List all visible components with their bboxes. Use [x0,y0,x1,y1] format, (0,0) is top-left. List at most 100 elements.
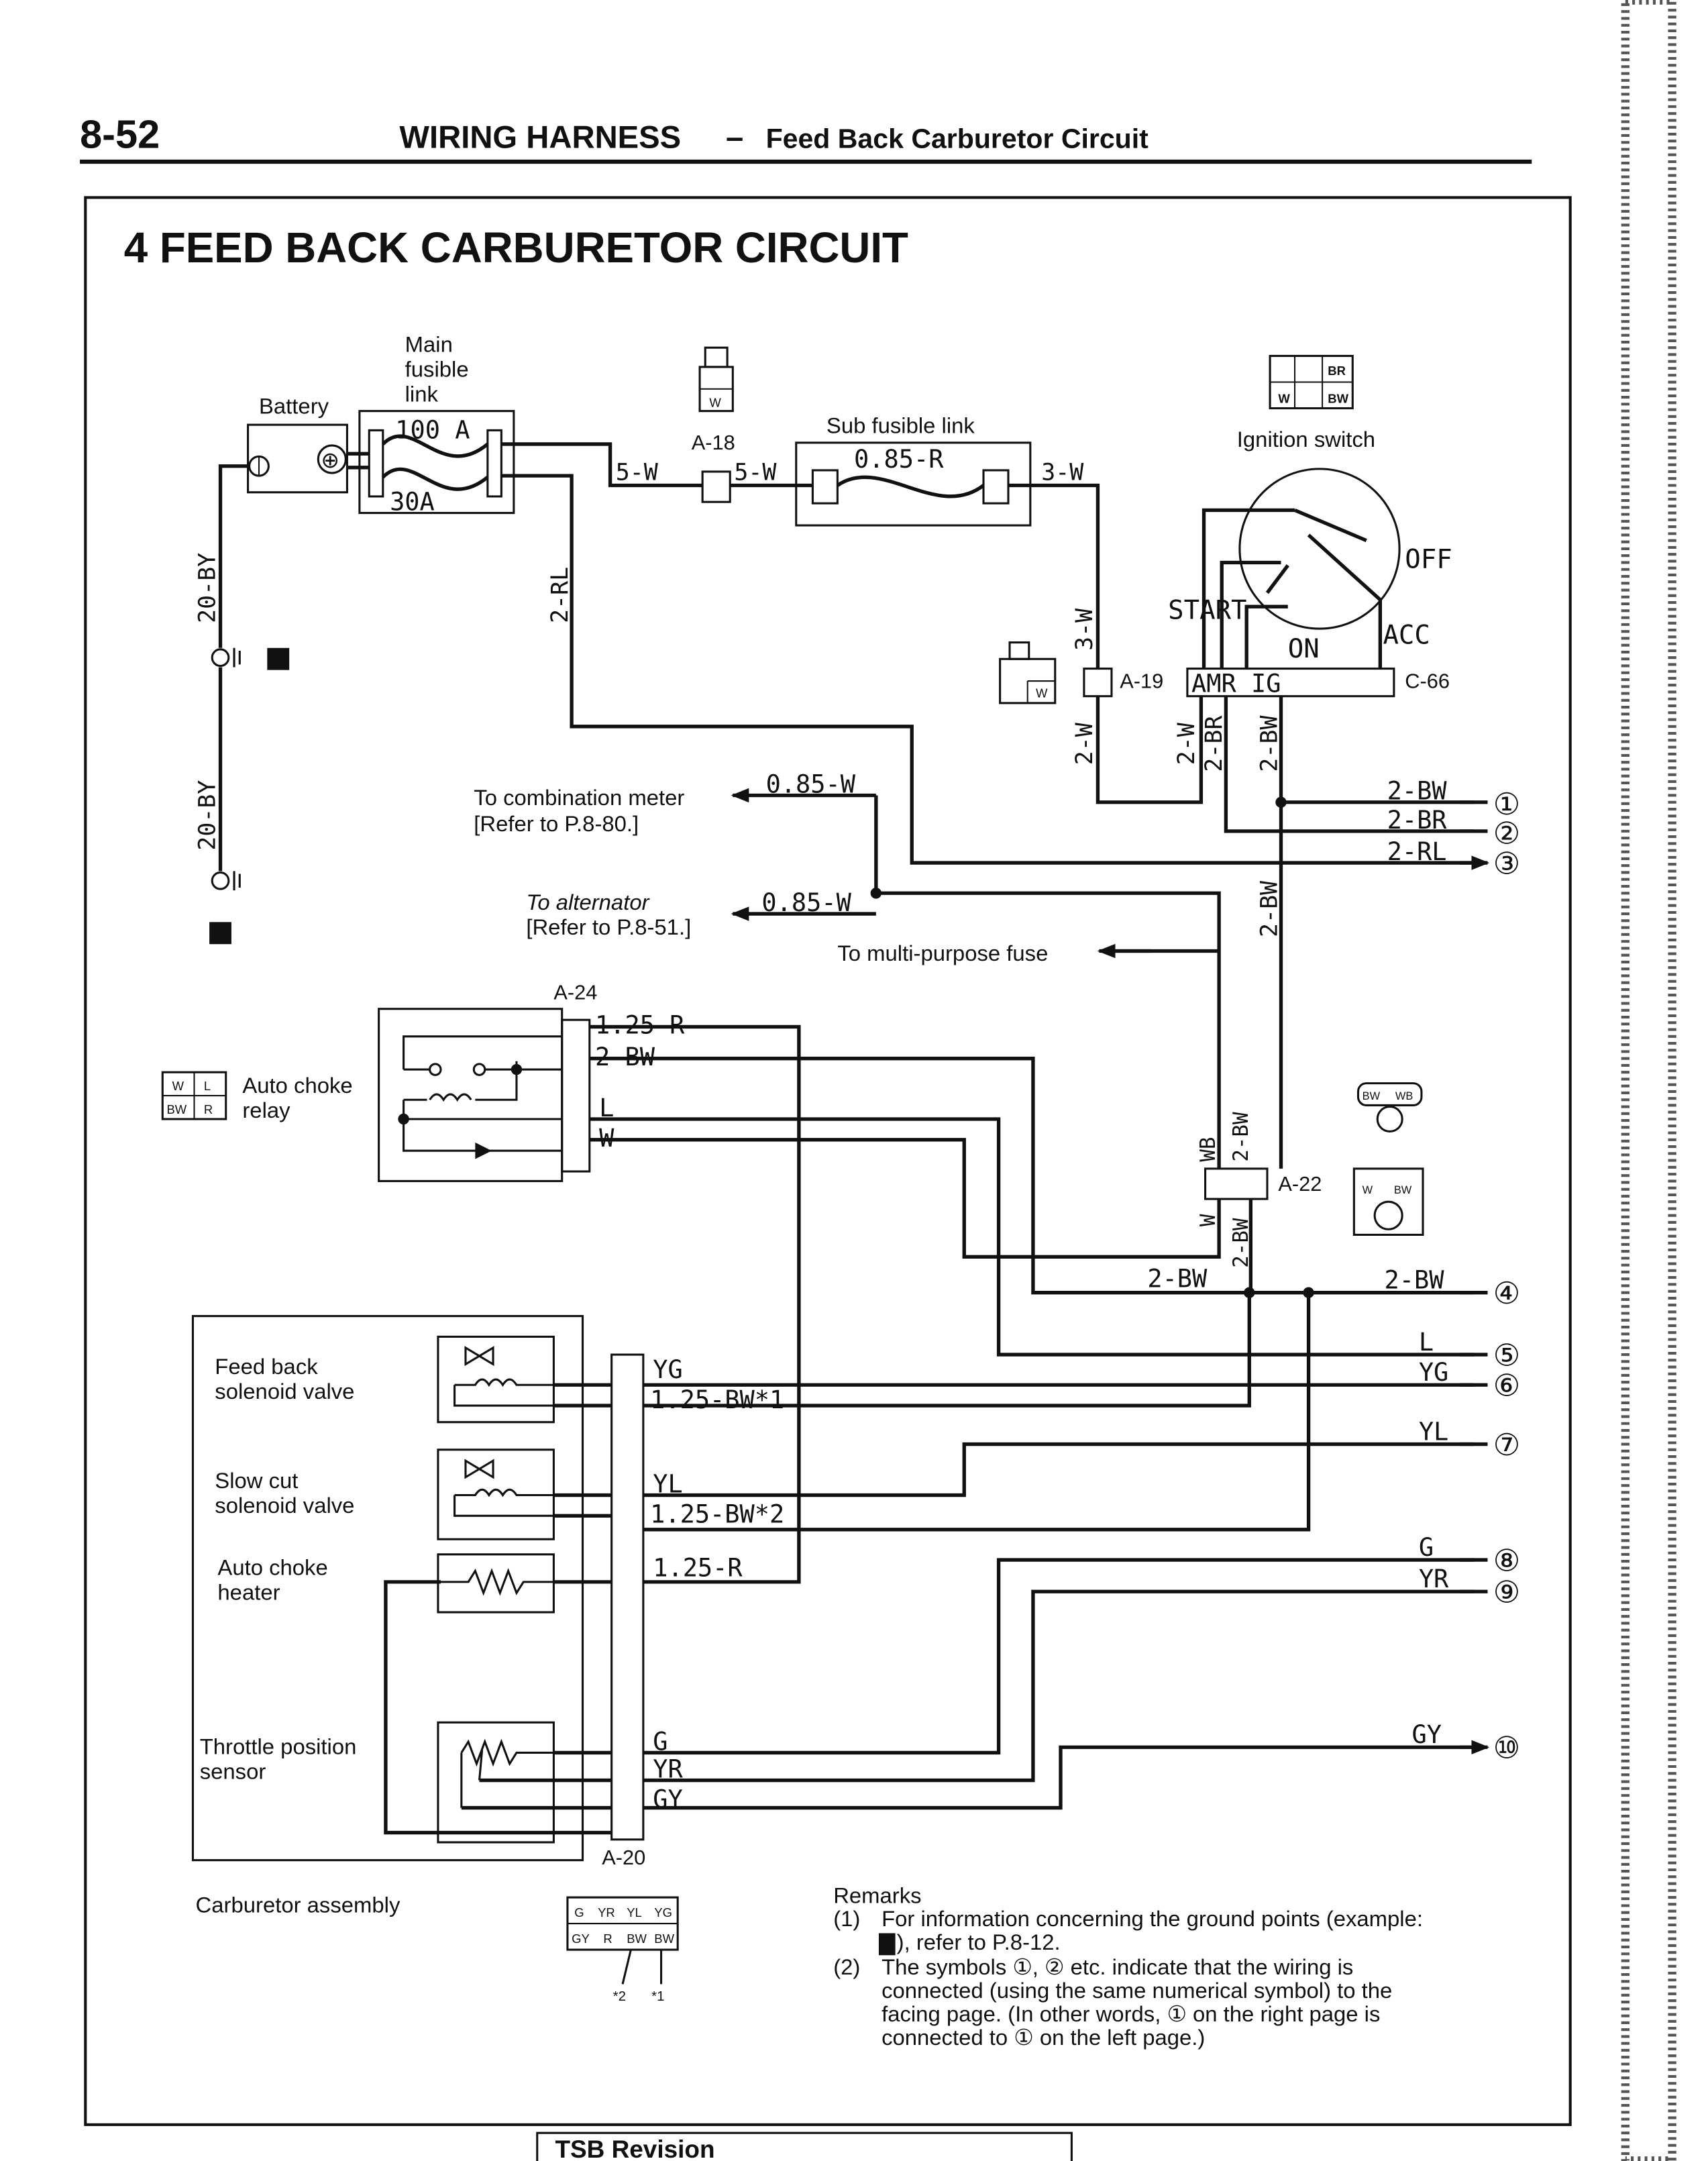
svg-text:2-BW: 2-BW [595,1043,655,1071]
relay-connector-icon: W L BW R [161,1071,227,1120]
svg-text:YL: YL [1419,1417,1448,1446]
svg-text:2-BW: 2-BW [1384,1266,1444,1295]
svg-text:YL: YL [627,1905,642,1919]
wire-label-2rl: 2-RL [547,567,574,623]
sub-fuse-rating: 0.85-R [854,445,944,474]
svg-text:1.25-BW*1: 1.25-BW*1 [650,1385,784,1414]
scan-edge [1621,0,1676,2161]
output-10: ⑩ [1493,1731,1520,1765]
svg-text:Throttle position: Throttle position [200,1734,357,1759]
connector-a20 [610,1353,645,1841]
svg-text:L: L [1419,1328,1434,1357]
page-number: 8-52 [80,111,160,156]
wire-label-20-by-lower: 20-BY [194,780,221,851]
section-title: WIRING HARNESS [399,119,681,155]
svg-text:sensor: sensor [200,1758,266,1783]
main-fusible-label-2: fusible [405,356,469,381]
svg-text:GY: GY [653,1785,682,1814]
svg-text:GY: GY [1412,1720,1442,1749]
svg-text:2-BW: 2-BW [1147,1264,1208,1293]
svg-text:BW: BW [627,1932,647,1946]
svg-text:heater: heater [217,1580,280,1605]
svg-text:1.25-BW*2: 1.25-BW*2 [650,1500,784,1529]
carburetor-assembly: Carburetor assembly Feed back solenoid v… [191,1315,645,1917]
wire-label-5w-b: 5-W [734,459,776,486]
wire-label-out2: 2-BR [1387,806,1448,835]
ground-point-3-label: 3 [215,926,224,944]
output-9: ⑨ [1493,1575,1520,1610]
output-symbols: ① ② ③ ④ ⑤ ⑥ ⑦ ⑧ ⑨ ⑩ [1493,787,1520,1764]
svg-text:W: W [172,1079,184,1093]
svg-text:WB: WB [1196,1137,1220,1162]
ignition-connector-icon: BR W BW [1269,354,1354,410]
output-3: ③ [1493,847,1520,881]
output-1: ① [1493,787,1520,821]
ground-point-3 [209,922,231,945]
svg-text:Feed back: Feed back [215,1354,318,1379]
svg-text:BW: BW [166,1102,186,1116]
tsb-revision-box [536,2131,1073,2161]
c66-terminals: AMR IG [1191,669,1281,698]
wire-label-meter: 0.85-W [766,770,856,798]
svg-text:BW: BW [654,1932,674,1946]
svg-text:solenoid valve: solenoid valve [215,1493,354,1518]
page-header: 8-52 WIRING HARNESS – Feed Back Carburet… [80,111,1532,164]
carb-assembly-label: Carburetor assembly [196,1893,401,1917]
svg-text:BR: BR [1328,364,1346,378]
svg-text:G: G [1419,1533,1434,1562]
svg-text:1.25-R: 1.25-R [653,1554,743,1583]
fuse-30a-label: 30A [390,487,435,516]
wire-label-3w-a: 3-W [1041,459,1083,486]
svg-text:YG: YG [653,1355,682,1384]
auto-choke-relay-label-2: relay [242,1098,290,1122]
svg-text:YR: YR [653,1754,683,1783]
wire-label-c66-2br: 2-BR [1201,716,1228,772]
svg-text:BW: BW [1363,1090,1381,1102]
ground-point-1-label: 1 [273,651,282,670]
a22-connector-icon-top: BW WB [1356,1082,1423,1133]
wire-label-3w-b: 3-W [1071,609,1098,651]
remark-2-line-2: connected (using the same numerical symb… [882,1978,1392,2003]
auto-choke-relay-label-1: Auto choke [242,1073,352,1098]
remark-2-line-1: The symbols ①, ② etc. indicate that the … [882,1954,1353,1979]
svg-text:W: W [1363,1184,1373,1196]
svg-text:solenoid valve: solenoid valve [215,1379,354,1404]
remarks: Remarks (1) For information concerning t… [833,1883,1423,2049]
svg-text:L: L [599,1094,614,1122]
svg-text:WB: WB [1395,1090,1413,1102]
battery: Battery ⊕ [247,394,348,494]
ign-off-label: OFF [1405,545,1452,575]
svg-text:YG: YG [1419,1358,1448,1387]
svg-text:W: W [1036,686,1048,700]
svg-text:*2: *2 [613,1989,626,2004]
connector-a19 [1083,668,1113,698]
ignition-switch-label: Ignition switch [1237,427,1375,452]
svg-text:(1): (1) [833,1906,860,1931]
output-7: ⑦ [1493,1428,1520,1462]
a19-label: A-19 [1120,669,1163,692]
svg-text:G: G [653,1727,668,1756]
wire-label-out3: 2-RL [1387,837,1447,866]
wire-label-2bw-vert: 2-BW [1256,881,1283,937]
sub-fusible-label: Sub fusible link [826,413,975,437]
svg-text:Auto choke: Auto choke [217,1555,327,1580]
svg-text:BW: BW [1328,391,1348,405]
wire-label-2w: 2-W [1071,723,1098,765]
dest-alternator-ref: [Refer to P.8-51.] [526,914,691,939]
a19-connector-icon: W [999,641,1057,704]
remark-2-line-3: facing page. (In other words, ① on the r… [882,2001,1380,2026]
diagram-title: 4 FEED BACK CARBURETOR CIRCUIT [124,224,908,272]
wire-label-c66-2bw: 2-BW [1256,716,1283,772]
output-4: ④ [1493,1276,1520,1310]
output-8: ⑧ [1493,1543,1520,1577]
a22-connector-icon-bottom: W BW [1352,1167,1424,1236]
svg-text:YR: YR [1419,1565,1449,1593]
remark-1-line-2: ), refer to P.8-12. [897,1930,1061,1954]
feed-back-solenoid-valve [437,1335,555,1424]
svg-text:GY: GY [572,1932,590,1946]
svg-text:(2): (2) [833,1954,860,1979]
dest-meter-ref: [Refer to P.8-80.] [474,811,639,836]
svg-text:W: W [709,395,721,409]
sub-fusible-link: Sub fusible link 0.85-R [795,413,1032,527]
auto-choke-relay: A-24 W L BW R Auto choke relay [161,980,597,1182]
